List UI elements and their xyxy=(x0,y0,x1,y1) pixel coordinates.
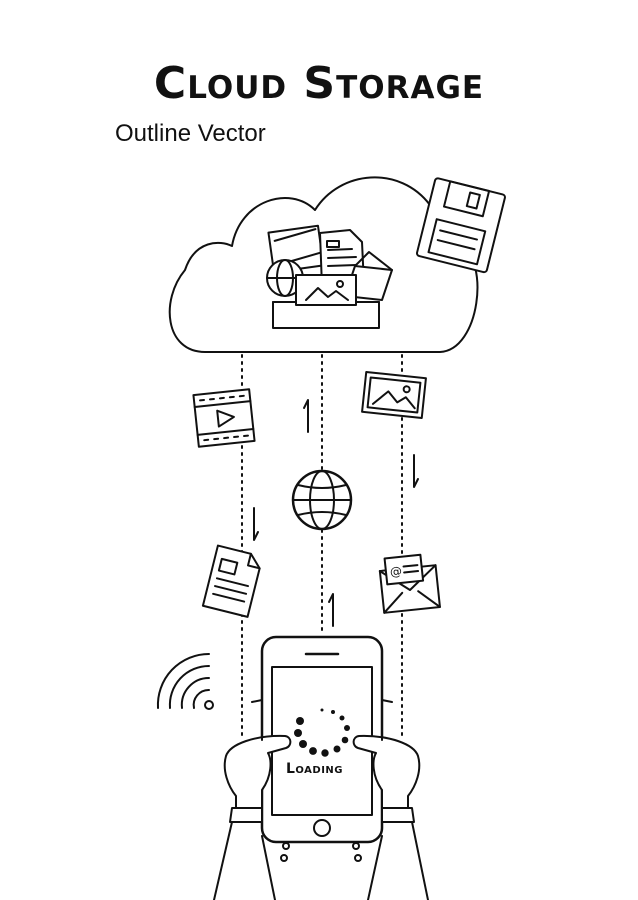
page-title: Cloud Storage xyxy=(153,58,485,109)
loading-label: Loading xyxy=(286,761,343,777)
arrow-down-icon xyxy=(253,507,259,541)
arrow-up-icon xyxy=(303,399,309,433)
hands-icon xyxy=(213,699,429,900)
film-icon xyxy=(192,388,256,448)
floppy-disk-icon xyxy=(415,177,506,274)
wifi-icon xyxy=(156,652,214,710)
loading-spinner-icon xyxy=(294,708,350,757)
email-icon: @ xyxy=(378,553,441,614)
page-subtitle: Outline Vector xyxy=(115,120,266,147)
globe-icon xyxy=(291,469,353,531)
image-icon xyxy=(361,370,427,420)
folder-tray-icon xyxy=(266,224,393,329)
arrow-up-icon xyxy=(328,593,334,627)
document-icon xyxy=(201,544,261,618)
svg-text:@: @ xyxy=(389,564,402,579)
arrow-down-icon xyxy=(413,454,419,488)
